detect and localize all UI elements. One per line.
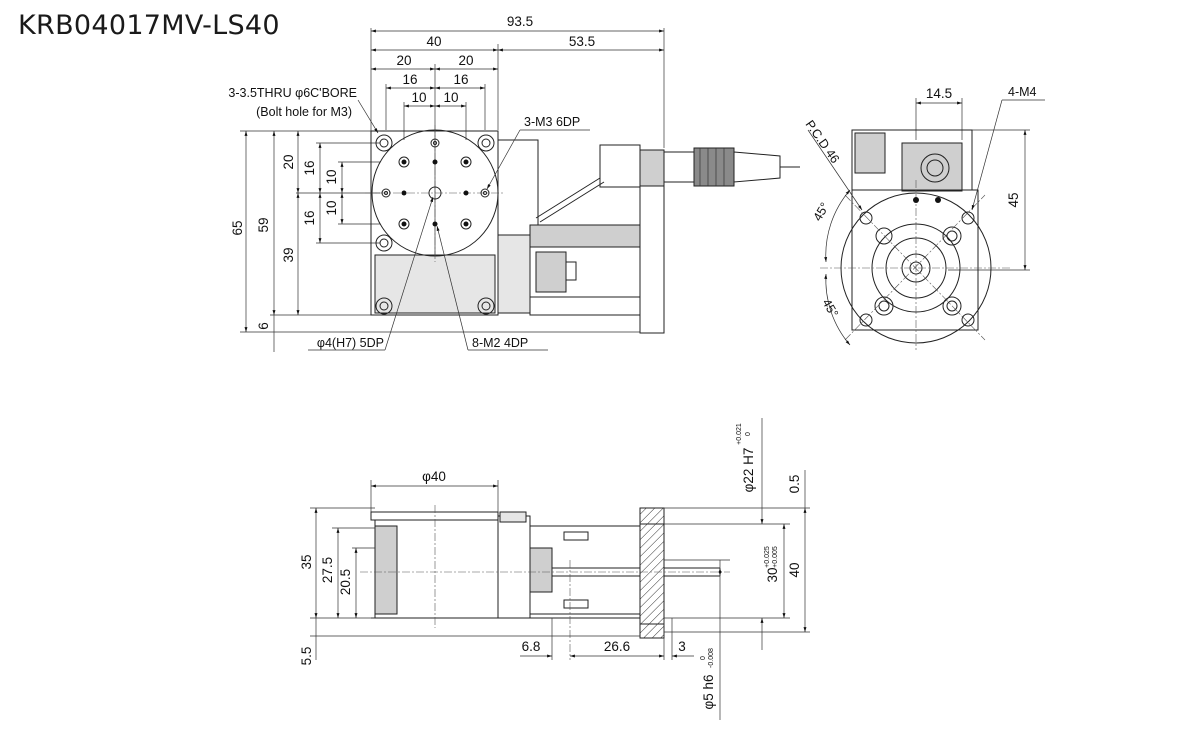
note-4-m4: 4-M4 bbox=[1008, 85, 1037, 99]
dim-phi22-h7: φ22 H7 bbox=[741, 448, 756, 493]
dim-v10-top: 10 bbox=[324, 169, 339, 184]
dim-59: 59 bbox=[256, 217, 271, 232]
dim-v20: 20 bbox=[281, 154, 296, 169]
dim-v10-bottom: 10 bbox=[324, 200, 339, 215]
top-view: 93.5 40 53.5 20 20 16 16 10 10 65 59 6 2… bbox=[228, 14, 800, 352]
dim-39: 39 bbox=[281, 247, 296, 262]
note-pcd-46: P.C.D 46 bbox=[803, 118, 843, 166]
dim-93-5: 93.5 bbox=[507, 14, 533, 29]
dim-10-left: 10 bbox=[411, 90, 426, 105]
end-view: 14.5 45 P.C.D 46 4-M4 bbox=[803, 85, 1045, 350]
note-bolt-hole: 3-3.5THRU φ6C'BORE bbox=[228, 86, 357, 100]
flange-section bbox=[639, 507, 665, 639]
tol-phi22-upper: +0.021 bbox=[736, 423, 743, 445]
dim-53-5: 53.5 bbox=[569, 34, 595, 49]
dim-phi5-h6: φ5 h6 bbox=[701, 674, 716, 709]
dim-0-5: 0.5 bbox=[787, 475, 802, 494]
tol-30-upper: +0.025 bbox=[764, 546, 771, 568]
stage-base bbox=[374, 254, 496, 314]
angle-45-top: 45° bbox=[810, 200, 832, 223]
dim-16-right: 16 bbox=[453, 72, 468, 87]
dim-26-6: 26.6 bbox=[604, 639, 630, 654]
dim-65: 65 bbox=[230, 220, 245, 235]
dim-16-left: 16 bbox=[402, 72, 417, 87]
dim-3: 3 bbox=[678, 639, 686, 654]
dim-14-5: 14.5 bbox=[926, 86, 952, 101]
angle-45-bottom: 45° bbox=[819, 297, 841, 320]
dim-20-right: 20 bbox=[458, 53, 473, 68]
dim-6: 6 bbox=[256, 322, 271, 330]
note-m2-4dp: 8-M2 4DP bbox=[472, 336, 528, 350]
tol-phi22-lower: 0 bbox=[745, 432, 752, 436]
dim-phi40: φ40 bbox=[422, 469, 446, 484]
dim-40-height: 40 bbox=[787, 562, 802, 577]
note-bolt-hole-detail: (Bolt hole for M3) bbox=[256, 105, 352, 119]
dim-20-5: 20.5 bbox=[338, 569, 353, 595]
dim-10-right: 10 bbox=[443, 90, 458, 105]
dim-40: 40 bbox=[426, 34, 441, 49]
dim-27-5: 27.5 bbox=[320, 557, 335, 583]
dim-6-8: 6.8 bbox=[522, 639, 541, 654]
tol-30-lower: +0.005 bbox=[772, 546, 779, 568]
dim-5-5: 5.5 bbox=[299, 647, 314, 666]
dim-30: 30 bbox=[765, 567, 780, 582]
dim-v16-bottom: 16 bbox=[302, 210, 317, 225]
front-view: φ40 35 5.5 27.5 20.5 bbox=[299, 418, 810, 720]
dim-v16-top: 16 bbox=[302, 160, 317, 175]
tol-phi5-upper: 0 bbox=[700, 656, 707, 660]
dim-20-left: 20 bbox=[396, 53, 411, 68]
dim-35: 35 bbox=[299, 554, 314, 569]
drawing-title: KRB04017MV-LS40 bbox=[18, 10, 280, 41]
tol-phi5-lower: -0.008 bbox=[708, 648, 715, 668]
dim-45: 45 bbox=[1006, 192, 1021, 207]
note-m3-6dp: 3-M3 6DP bbox=[524, 115, 580, 129]
note-pin-hole: φ4(H7) 5DP bbox=[317, 336, 384, 350]
